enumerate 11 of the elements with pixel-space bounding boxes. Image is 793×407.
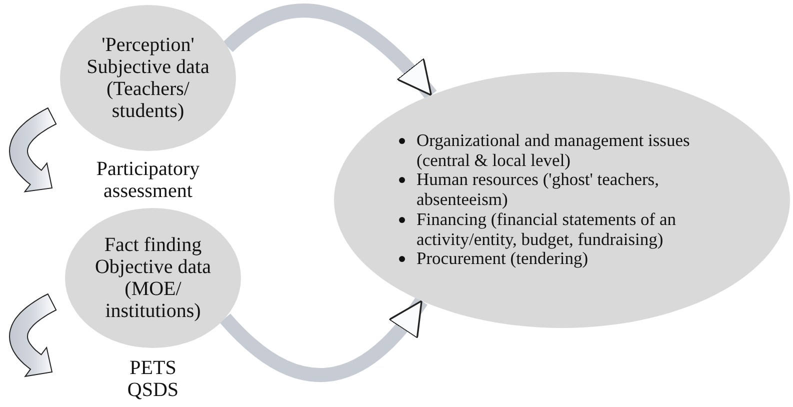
- node-text: 'Perception' Subjective data (Teachers/ students): [86, 34, 210, 122]
- caption-text: Participatory assessment: [95, 158, 201, 202]
- curved-arrow: [223, 4, 437, 100]
- node-text: Fact finding Objective data (MOE/ institutions): [94, 234, 212, 322]
- caption-text: QSDS: [126, 379, 180, 401]
- list-item: Organizational and management issues (central & local level): [394, 130, 730, 170]
- caption-text: PETS: [128, 357, 178, 379]
- list-item: Financing (financial statements of an activity/entity, budget, fundraising): [394, 210, 730, 250]
- list-item: Human resources ('ghost' teachers, absenteeism): [394, 170, 730, 210]
- curved-arrow: [220, 296, 428, 382]
- list-item: Procurement (tendering): [394, 249, 730, 270]
